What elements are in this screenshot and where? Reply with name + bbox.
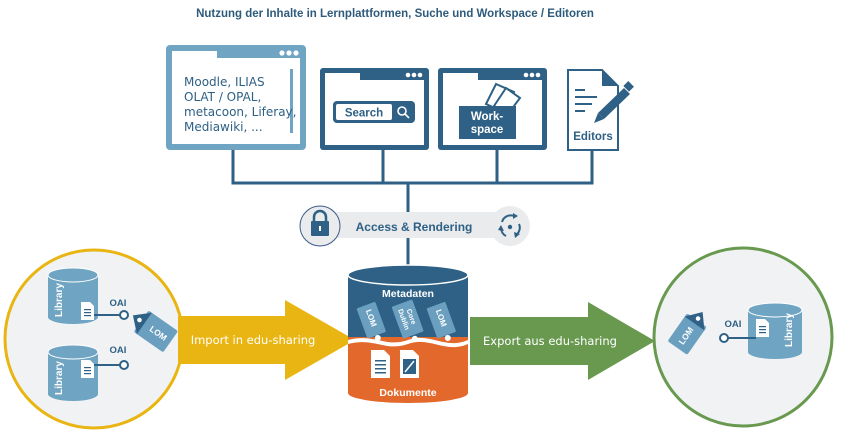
right-lom-tag: LOM <box>668 311 706 355</box>
repo-tag-lom-1: LOM <box>356 302 386 341</box>
workspace-label-1: Work- <box>471 111 504 123</box>
left-library-2[interactable]: Library OAI <box>47 344 129 401</box>
platform-line-3: metacoon, Liferay, <box>184 105 296 119</box>
right-library-oai: OAI <box>725 319 742 330</box>
left-lom-tag: LOM <box>132 311 178 352</box>
refresh-icon <box>498 213 521 238</box>
left-library-2-oai: OAI <box>110 345 127 356</box>
metadaten-label: Metadaten <box>382 288 434 300</box>
search-window[interactable]: Search <box>320 68 429 150</box>
workspace-window[interactable]: Work- space <box>438 68 547 150</box>
left-library-1-label: Library <box>54 283 65 317</box>
oai-connector-icon <box>119 310 129 320</box>
document-icon <box>81 302 94 320</box>
access-rendering-label: Access & Rendering <box>356 220 473 234</box>
magnifier-icon <box>397 106 410 119</box>
platform-line-2: OLAT / OPAL, <box>184 90 261 104</box>
repo-tag-lom-2: LOM <box>426 302 456 341</box>
repository-cylinder[interactable]: Metadaten Dokumente LOM Dublin Core LOM <box>347 264 469 403</box>
document-icon <box>756 319 769 337</box>
platform-line-4: Mediawiki, ... <box>184 120 263 134</box>
repo-tag-dublin-core: Dublin Core <box>391 299 424 342</box>
diagram-title: Nutzung der Inhalte in Lernplattformen, … <box>196 8 594 20</box>
connector-lines <box>231 150 594 268</box>
right-library[interactable]: Library OAI <box>719 302 803 359</box>
import-arrow[interactable]: Import in edu-sharing <box>178 300 355 380</box>
search-label: Search <box>345 108 383 120</box>
video-document-icon <box>400 350 419 378</box>
oai-connector-icon <box>719 333 729 343</box>
workspace-label-2: space <box>471 124 504 136</box>
oai-connector-icon <box>119 360 129 370</box>
export-label: Export aus edu-sharing <box>483 334 617 348</box>
export-arrow[interactable]: Export aus edu-sharing <box>470 302 655 380</box>
platforms-window[interactable]: Moodle, ILIAS OLAT / OPAL, metacoon, Lif… <box>166 45 306 150</box>
left-library-1-oai: OAI <box>110 298 127 309</box>
lock-icon <box>311 209 329 236</box>
dokumente-label: Dokumente <box>379 387 436 399</box>
access-rendering-bar[interactable]: Access & Rendering <box>299 205 530 247</box>
editors-document[interactable]: Editors <box>567 69 634 151</box>
left-library-1[interactable]: Library OAI <box>47 267 129 324</box>
document-icon <box>371 350 390 378</box>
import-label: Import in edu-sharing <box>191 333 316 347</box>
document-icon <box>81 360 94 378</box>
editors-label: Editors <box>573 131 613 143</box>
left-library-2-label: Library <box>54 361 65 395</box>
right-library-label: Library <box>784 313 795 347</box>
pencil-icon <box>594 81 634 123</box>
platform-line-1: Moodle, ILIAS <box>184 75 265 89</box>
folder-icon <box>459 82 522 139</box>
